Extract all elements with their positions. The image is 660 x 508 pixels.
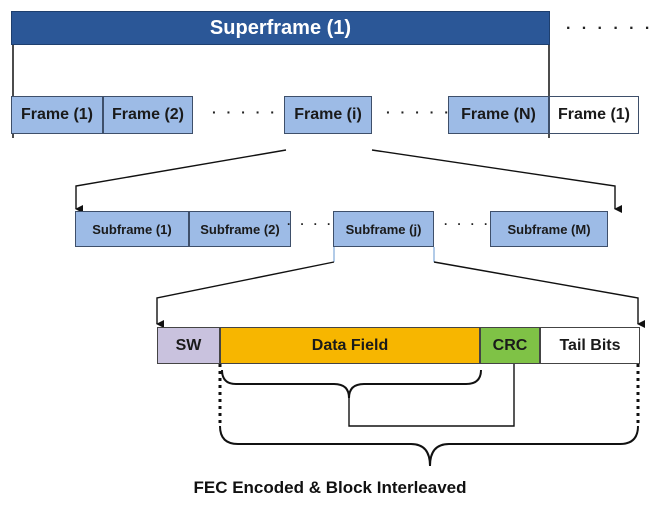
fec-caption: FEC Encoded & Block Interleaved [193,478,467,497]
superframe-bar: Superframe (1) [11,11,550,45]
sw-field: SW [157,327,220,364]
subframe-expand-left [156,261,335,328]
data-field-brace [221,369,482,399]
crc-field: CRC [480,327,540,364]
subframe-m: Subframe (M) [490,211,608,247]
frame-expand-left [75,149,287,213]
superframe-ellipsis: · · · · · · [566,20,654,37]
next-frame-1: Frame (1) [549,96,639,134]
frame-ellipsis-right: · · · · · · [386,104,467,120]
frame-i: Frame (i) [284,96,372,134]
subframe-j: Subframe (j) [333,211,434,247]
tail-bits-field: Tail Bits [540,327,640,364]
frame-2: Frame (2) [103,96,193,134]
frame-expand-right [371,149,622,213]
subframe-1: Subframe (1) [75,211,189,247]
subframe-2: Subframe (2) [189,211,291,247]
frame-ellipsis-left: · · · · · · [212,104,293,120]
subframe-expand-right [433,261,645,328]
frame-n: Frame (N) [448,96,549,134]
fec-brace [219,425,639,467]
frame-1: Frame (1) [11,96,103,134]
crc-link-line [348,364,515,427]
data-field: Data Field [220,327,480,364]
